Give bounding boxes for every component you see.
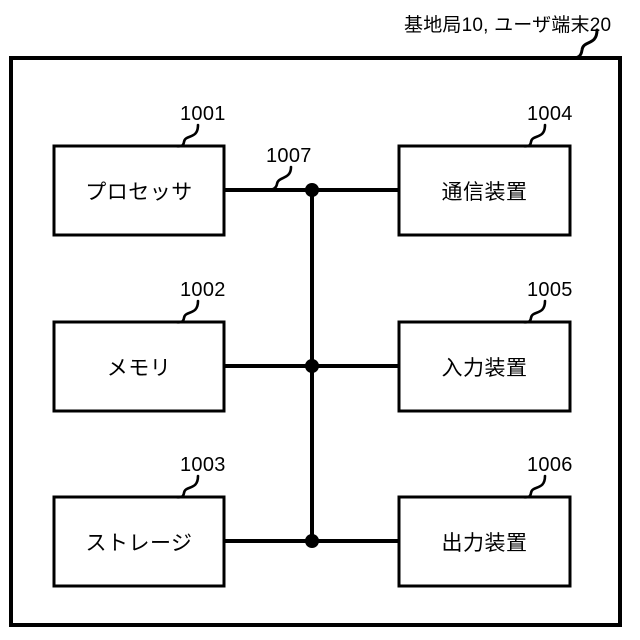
storage-box xyxy=(52,495,226,588)
memory-label: メモリ xyxy=(106,356,172,380)
leader-line-1002 xyxy=(172,299,200,324)
ref-number-1002: 1002 xyxy=(180,279,226,301)
ref-number-1005: 1005 xyxy=(527,279,573,301)
leader-line-1005 xyxy=(519,299,547,324)
leader-line-1007 xyxy=(266,165,293,192)
processor-label: プロセッサ xyxy=(85,180,193,204)
output-device-box xyxy=(397,495,572,588)
ref-number-1004: 1004 xyxy=(527,103,573,125)
ref-number-1003: 1003 xyxy=(180,454,226,476)
communication-device-box xyxy=(397,144,572,237)
processor-box xyxy=(52,144,226,237)
bus-junction-dot-bottom xyxy=(305,534,319,548)
storage-label: ストレージ xyxy=(85,531,193,555)
leader-line-1001 xyxy=(172,123,200,148)
leader-line-1004 xyxy=(519,123,547,148)
ref-number-1001: 1001 xyxy=(180,103,226,125)
output-device-label: 出力装置 xyxy=(441,531,528,555)
bus-junction-dot-middle xyxy=(305,359,319,373)
input-device-box xyxy=(397,320,572,413)
bus-junction-dot-top xyxy=(305,183,319,197)
leader-line-1003 xyxy=(172,474,200,499)
communication-device-label: 通信装置 xyxy=(441,180,528,204)
memory-box xyxy=(52,320,226,413)
figure-title: 基地局10, ユーザ端末20 xyxy=(404,15,612,36)
title-leader-line xyxy=(570,28,599,60)
ref-number-1007: 1007 xyxy=(266,145,312,167)
input-device-label: 入力装置 xyxy=(441,356,528,380)
ref-number-1006: 1006 xyxy=(527,454,573,476)
leader-line-1006 xyxy=(519,474,547,499)
